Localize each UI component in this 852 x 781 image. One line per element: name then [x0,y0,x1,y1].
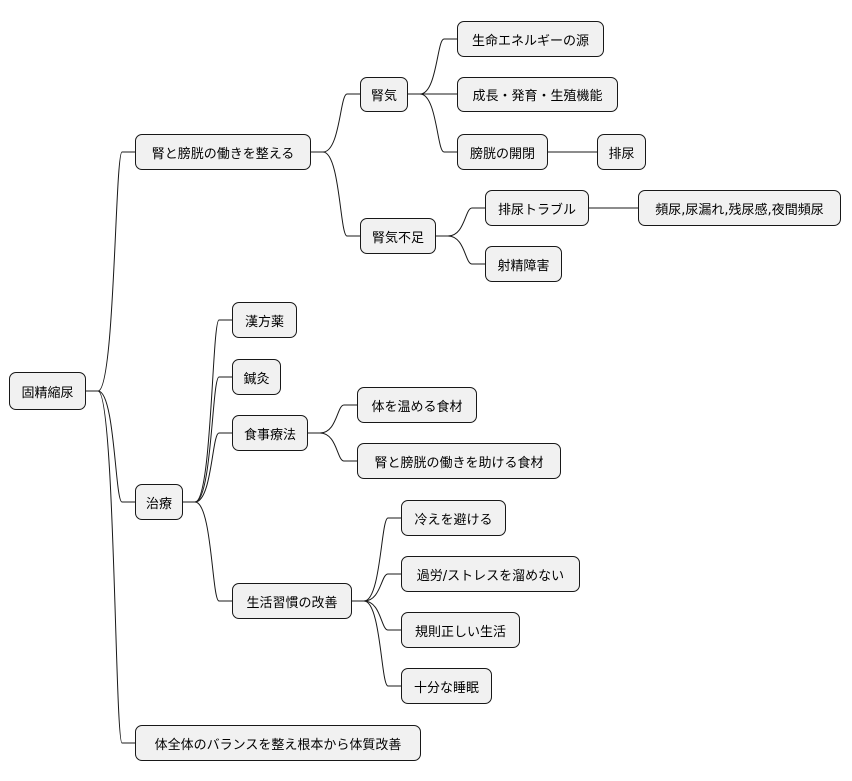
link-kidney-deficiency [311,151,360,237]
node-kidney-bladder: 腎と膀胱の働きを整える [135,134,311,170]
node-avoid-cold: 冷えを避ける [401,500,506,536]
link-lifestyle-cold [352,517,401,602]
node-urination: 排尿 [597,134,646,170]
node-diet-therapy: 食事療法 [232,415,308,451]
link-lifestyle-sleep [352,600,401,687]
link-treatment-acupuncture [183,376,232,503]
node-supporting-foods: 腎と膀胱の働きを助ける食材 [357,443,561,479]
link-root-balance [86,390,135,744]
link-deficiency-ejaculation [436,235,485,265]
link-deficiency-trouble [436,207,485,237]
link-jinki-life [408,38,457,95]
node-acupuncture: 鍼灸 [232,359,281,395]
node-life-energy: 生命エネルギーの源 [457,21,604,57]
node-sleep: 十分な睡眠 [401,668,492,704]
link-diet-supporting [308,432,357,462]
node-lifestyle: 生活習慣の改善 [232,583,352,619]
node-treatment: 治療 [135,484,183,520]
link-treatment-herbal [183,319,232,503]
node-bladder-open-close: 膀胱の開閉 [457,134,548,170]
link-treatment-lifestyle [183,501,232,602]
node-regular-life: 規則正しい生活 [401,612,520,648]
node-jinki-deficiency: 腎気不足 [360,218,436,254]
node-symptoms: 頻尿,尿漏れ,残尿感,夜間頻尿 [638,190,841,226]
node-urination-trouble: 排尿トラブル [485,190,589,226]
link-treatment-diet [183,432,232,503]
node-warming-foods: 体を温める食材 [357,387,477,423]
root-node: 固精縮尿 [9,372,86,410]
node-herbal: 漢方薬 [232,302,297,338]
link-jinki-bladder [408,93,457,153]
node-jinki: 腎気 [360,77,408,112]
node-avoid-stress: 過労/ストレスを溜めない [401,556,580,592]
link-root-treatment [86,390,135,503]
node-growth: 成長・発育・生殖機能 [457,77,618,112]
node-balance: 体全体のバランスを整え根本から体質改善 [135,725,421,761]
link-diet-warming [308,404,357,434]
node-ejaculation-disorder: 射精障害 [485,246,562,282]
link-kidney-jinki [311,93,360,153]
link-root-kidney-bladder [86,151,135,392]
